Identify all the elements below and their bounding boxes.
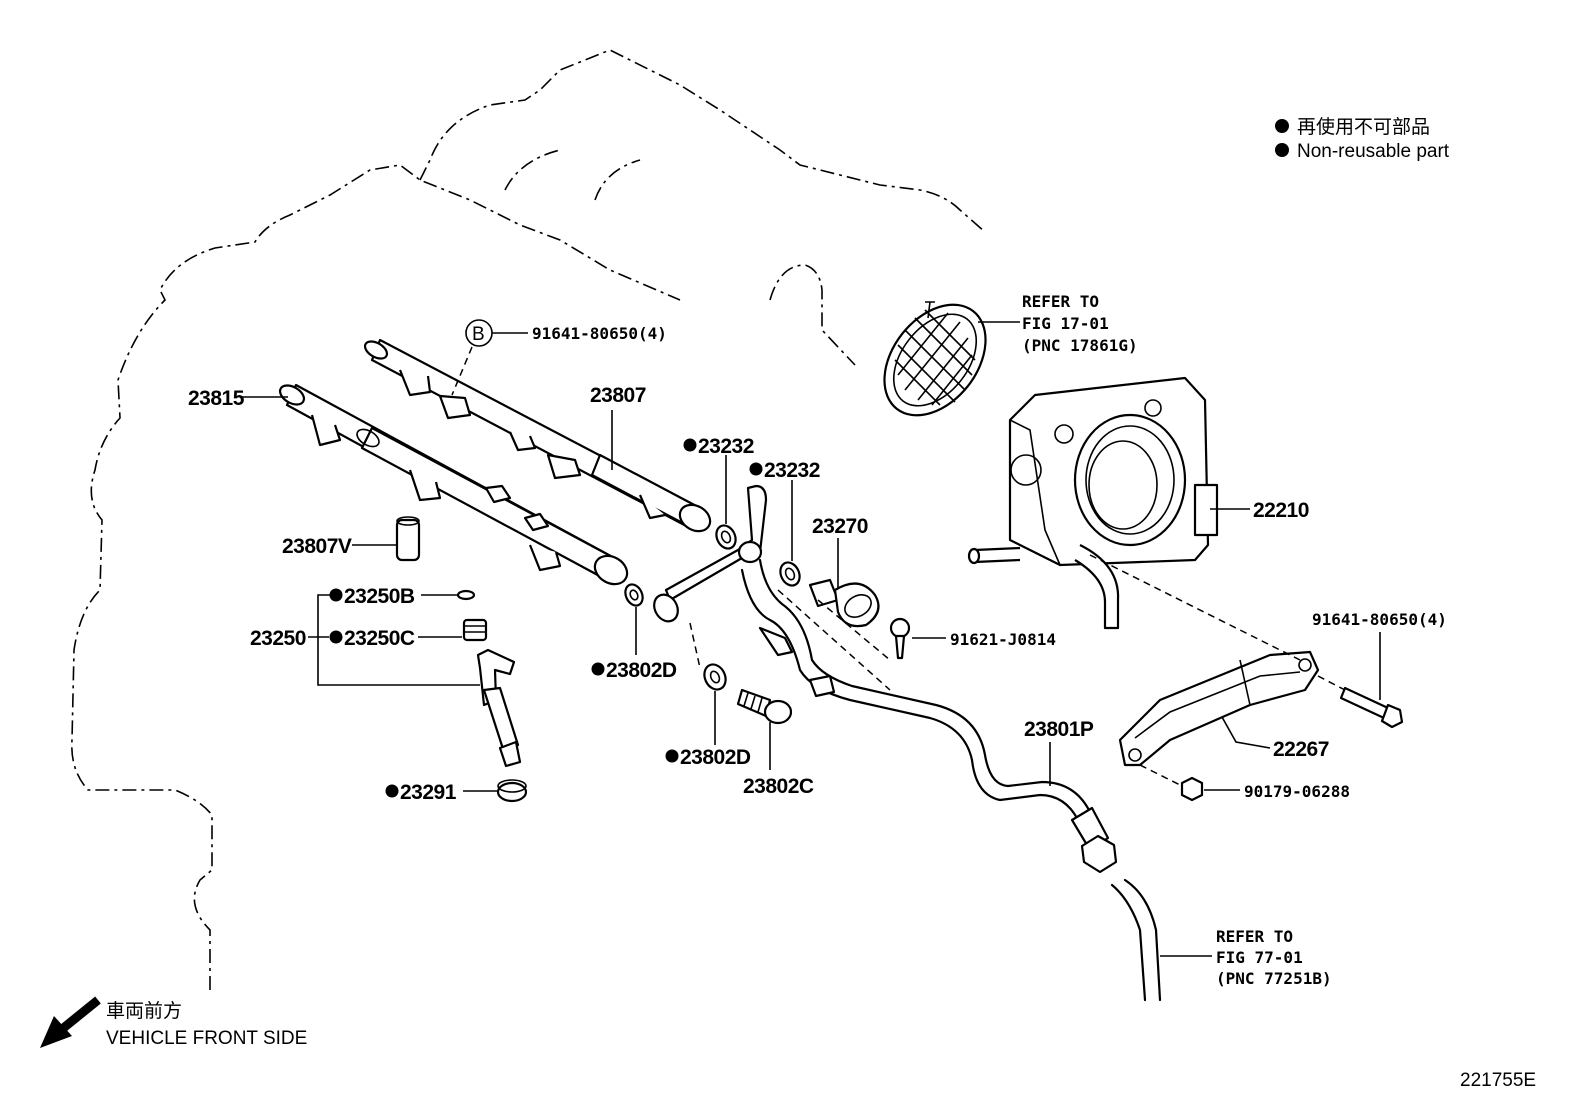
label-23270: 23270	[812, 515, 868, 538]
filter-23250c	[464, 620, 486, 640]
gasket-23232-b	[777, 559, 803, 588]
legend: 再使用不可部品 Non-reusable part	[1275, 116, 1450, 162]
svg-text:(PNC 17861G): (PNC 17861G)	[1022, 336, 1138, 355]
label-23232-b: 23232	[764, 459, 820, 482]
fuel-pipe	[742, 560, 1116, 872]
filter-screen	[864, 285, 1020, 434]
gasket-23802d-a	[622, 582, 646, 609]
label-23250b: 23250B	[344, 585, 415, 608]
svg-text:FIG 17-01: FIG 17-01	[1022, 314, 1109, 333]
svg-text:FIG 77-01: FIG 77-01	[1216, 948, 1303, 967]
label-23807: 23807	[590, 384, 646, 407]
gasket-23802d-b	[700, 661, 729, 693]
bracket-22267	[1120, 652, 1318, 765]
nut-90179	[1182, 778, 1202, 800]
legend-label-en: Non-reusable part	[1297, 141, 1450, 162]
bolt-91641-right	[1341, 688, 1402, 727]
label-23291: 23291	[400, 781, 457, 804]
label-22210: 22210	[1253, 499, 1309, 522]
label-23802d-b: 23802D	[680, 746, 751, 769]
insulator-23291	[498, 780, 526, 801]
pulsation-damper	[810, 580, 878, 626]
label-23250: 23250	[250, 627, 306, 650]
label-91641-80650-right: 91641-80650(4)	[1312, 610, 1447, 629]
engine-outline	[72, 50, 985, 990]
injector-group	[458, 591, 526, 801]
svg-text:REFER TO: REFER TO	[1022, 292, 1099, 311]
label-22267: 22267	[1273, 738, 1329, 761]
direction-label-jp: 車両前方	[106, 1000, 182, 1022]
svg-text:REFER TO: REFER TO	[1216, 927, 1293, 946]
crossover-pipe	[649, 486, 766, 626]
vehicle-front-arrow-icon	[40, 1000, 98, 1048]
legend-label-jp: 再使用不可部品	[1297, 116, 1430, 138]
bolt-91621	[891, 619, 909, 658]
label-23232-a: 23232	[698, 435, 754, 458]
throttle-body	[969, 378, 1217, 628]
label-23802c: 23802C	[743, 775, 814, 798]
label-23250c: 23250C	[344, 627, 415, 650]
label-91621: 91621-J0814	[950, 630, 1056, 649]
spacer-23807v	[397, 517, 419, 560]
figure-id: 221755E	[1460, 1070, 1536, 1091]
label-91641-80650-top: 91641-80650(4)	[532, 324, 667, 343]
union-bolt-23802c	[738, 690, 791, 723]
lower-hose	[1112, 885, 1145, 1000]
svg-text:B: B	[472, 324, 485, 345]
label-23802d-a: 23802D	[606, 659, 677, 682]
label-23815: 23815	[188, 387, 245, 410]
label-90179: 90179-06288	[1244, 782, 1350, 801]
gasket-23232-a	[713, 522, 739, 551]
label-23801p: 23801P	[1024, 718, 1094, 741]
fuel-rail-back	[362, 338, 715, 536]
refer-bottom: REFER TO FIG 77-01 (PNC 77251B)	[1216, 927, 1332, 988]
svg-text:(PNC 77251B): (PNC 77251B)	[1216, 969, 1332, 988]
injector	[478, 650, 520, 766]
refer-top: REFER TO FIG 17-01 (PNC 17861G)	[1022, 292, 1138, 355]
direction-label-en: VEHICLE FRONT SIDE	[106, 1028, 307, 1049]
fuel-rail-front	[277, 382, 632, 590]
oring-23250b	[458, 591, 474, 599]
label-23807v: 23807V	[282, 535, 352, 558]
